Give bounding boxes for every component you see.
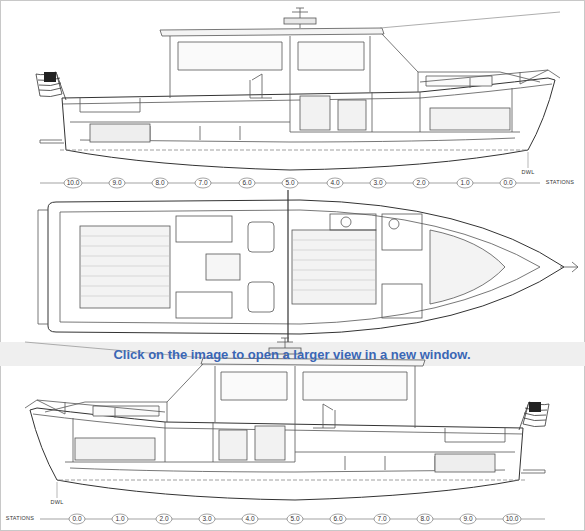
station-number: 9.0 [112,180,121,187]
station-number: 8.0 [155,180,164,187]
plan-view [38,190,578,342]
anchor-pulpit [560,262,578,272]
starboard-profile [36,8,560,170]
bench-seat [176,216,232,242]
port-profile [25,338,549,500]
table [206,254,240,280]
station-number: 6.0 [333,516,342,523]
section-line [287,190,288,342]
station-number: 3.0 [202,516,211,523]
dwl-leader [528,152,529,168]
station-number: 9.0 [463,516,472,523]
stove [389,219,399,229]
station-number: 7.0 [198,180,207,187]
station-scale [40,514,545,524]
station-number: 8.0 [420,516,429,523]
swim-platform [38,210,48,324]
station-number: 1.0 [460,180,469,187]
station-number: 2.0 [416,180,425,187]
station-number: 5.0 [285,180,294,187]
sink [341,217,351,227]
station-number: 10.0 [67,180,80,187]
station-scale [40,178,540,188]
station-number: 10.0 [506,516,519,523]
teak-lines [292,240,376,290]
gunwale [60,210,540,324]
station-number: 4.0 [330,180,339,187]
bench-seat [176,292,232,318]
station-number: 3.0 [373,180,382,187]
cockpit-sole [80,226,170,308]
waterline-label: DWL [51,500,64,506]
helm-seat [248,282,274,312]
teak-lines [80,236,170,296]
hull-plan [48,200,564,334]
head [382,214,422,250]
galley [330,214,376,230]
stations-caption: STATIONS [6,516,34,522]
v-berth [430,230,505,304]
station-number: 6.0 [242,180,251,187]
station-number: 1.0 [115,516,124,523]
dwl-leader [57,482,58,498]
station-number: 4.0 [245,516,254,523]
station-number: 2.0 [159,516,168,523]
cabinet [382,284,422,318]
waterline-label: DWL [522,170,535,176]
stations-caption: STATIONS [546,180,574,186]
banner-text: Click on the image to open a larger view… [113,348,470,361]
station-number: 7.0 [377,516,386,523]
station-number: 0.0 [503,180,512,187]
salon-sole [292,230,376,304]
helm-seat [248,222,274,252]
station-number: 0.0 [72,516,81,523]
station-number: 5.0 [290,516,299,523]
